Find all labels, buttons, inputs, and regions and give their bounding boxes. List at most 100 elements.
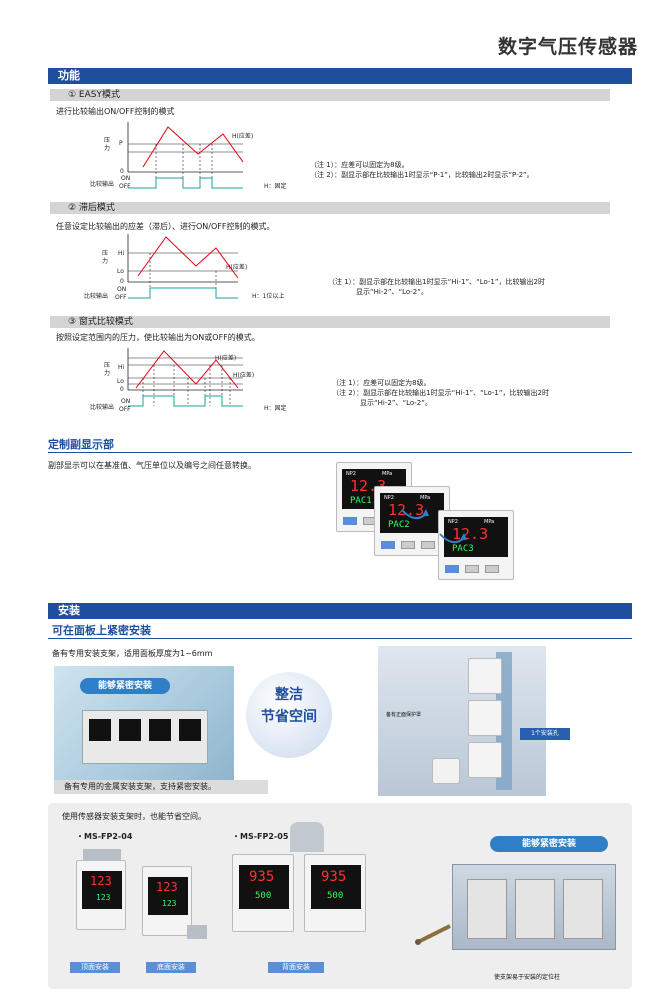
- side-sensor-1: [468, 658, 502, 694]
- mode-button-2: [381, 541, 395, 549]
- hysteresis-hyst-label: H(应差): [226, 264, 248, 271]
- badge-line-2: 节省空间: [261, 709, 317, 725]
- rotate-arrow-icon: [401, 509, 429, 520]
- bracket-desc: 使用传感器安装支架时，也能节省空间。: [62, 812, 206, 821]
- bracket-main-4: 935: [321, 869, 347, 885]
- sensor-panel-2: NP2 MPa 12.3 PAC2: [374, 486, 450, 556]
- mpa-label-3: MPa: [484, 519, 495, 525]
- space-saving-badge: 整洁 节省空间: [246, 672, 332, 758]
- hysteresis-h-min: H：1位以上: [252, 293, 285, 300]
- sub-value-2: PAC2: [388, 520, 410, 530]
- bracket-caption: 备有专用的金属安装支架，支持紧密安装。: [54, 780, 268, 794]
- install-desc: 备有专用安装支架，适用面板厚度为1~6mm: [52, 649, 213, 658]
- model-ms-fp2-05: ・MS-FP2-05: [232, 832, 289, 841]
- subheader-easy-mode: ① EASY模式: [50, 89, 610, 101]
- install-underline: [48, 638, 632, 639]
- easy-p-label: P: [119, 140, 123, 147]
- bracket-lcd-2: 123 123: [148, 877, 188, 915]
- mini-lcd-3: [149, 719, 171, 741]
- bracket-sub-4: 500: [327, 891, 344, 901]
- mpa-label-1: MPa: [382, 471, 393, 477]
- window-mode-diagram: [127, 348, 243, 407]
- mini-lcd-1: [89, 719, 111, 741]
- bracket-sensor-back-2: 935 500: [304, 854, 366, 932]
- window-note1: （注 1）：应差可以固定为8级。: [332, 379, 431, 387]
- sensor-lcd-3: NP2 MPa 12.3 PAC3: [444, 517, 508, 557]
- bracket-main-3: 935: [249, 869, 275, 885]
- screw-icon: [415, 924, 451, 945]
- bracket-assembly: [452, 864, 616, 950]
- bracket-sub-3: 500: [255, 891, 272, 901]
- main-value-2: 12.3: [388, 501, 425, 519]
- hysteresis-note1b: 显示“Hi-2”、“Lo-2”。: [356, 288, 428, 296]
- page-title: 数字气压传感器: [497, 36, 638, 58]
- down-button-3: [485, 565, 499, 573]
- window-off: OFF: [119, 406, 131, 413]
- custom-display-underline: [48, 452, 632, 453]
- custom-display-heading: 定制副显示部: [48, 438, 114, 451]
- panel-mount-photo: 能够紧密安装: [54, 666, 234, 780]
- window-hi: Hi: [118, 364, 125, 371]
- bracket-main-1: 123: [90, 874, 112, 888]
- easy-output-label: 比较输出: [90, 181, 115, 188]
- bracket-lcd-1: 123 123: [82, 871, 122, 909]
- sub-value-3: PAC3: [452, 544, 474, 554]
- np-label-2: NP2: [384, 495, 394, 501]
- protective-cover: [432, 758, 460, 784]
- subheader-hysteresis-mode: ② 滞后模式: [50, 202, 610, 214]
- np-label-3: NP2: [448, 519, 458, 525]
- sensor-row: [82, 710, 208, 764]
- bracket-lcd-3: 935 500: [239, 865, 289, 909]
- tag-back-mount: 背面安装: [268, 962, 324, 973]
- mini-lcd-4: [179, 719, 201, 741]
- window-h-fixed: H：固定: [264, 405, 287, 412]
- side-sensor-3: [468, 742, 502, 778]
- bracket-sensor-top: 123 123: [76, 849, 126, 930]
- np-label-1: NP2: [346, 471, 356, 477]
- model-ms-fp2-04: ・MS-FP2-04: [76, 832, 133, 841]
- easy-axis-label: 压力: [104, 137, 111, 152]
- install-subheading: 可在面板上紧密安装: [52, 624, 151, 637]
- badge-line-1: 整洁: [275, 687, 303, 703]
- hysteresis-axis-label: 压力: [102, 250, 109, 265]
- easy-off: OFF: [119, 183, 131, 190]
- easy-on: ON: [121, 175, 131, 182]
- window-desc: 按照设定范围内的压力，使比较输出为ON或OFF的模式。: [56, 333, 260, 342]
- window-lo: Lo: [117, 378, 124, 385]
- bottom-bracket: [187, 925, 207, 939]
- bracket-sub-2: 123: [162, 899, 177, 908]
- window-output-label: 比较输出: [90, 404, 115, 411]
- section-header-install: 安装: [48, 603, 632, 619]
- tag-bottom-mount: 底面安装: [146, 962, 196, 973]
- window-zero: 0: [120, 386, 124, 393]
- section-header-function: 功能: [48, 68, 632, 84]
- window-on: ON: [121, 398, 131, 405]
- assembly-unit-1: [467, 879, 507, 939]
- easy-note2: （注 2）：副显示部在比较输出1时显示“P-1”，比较输出2时显示“P-2”。: [310, 171, 534, 179]
- back-bracket: [290, 822, 324, 852]
- tight-mount-banner-2: 能够紧密安装: [490, 836, 608, 852]
- hysteresis-hi: Hi: [118, 250, 125, 257]
- hysteresis-desc: 任意设定比较输出的应差（滞后）、进行ON/OFF控制的模式。: [56, 222, 275, 231]
- window-note2b: 显示“Hi-2”、“Lo-2”。: [360, 399, 432, 407]
- rotate-arrow-icon-2: [439, 533, 467, 544]
- side-sensor-2: [468, 700, 502, 736]
- bracket-sub-1: 123: [96, 893, 111, 902]
- hysteresis-lo: Lo: [117, 268, 124, 275]
- subheader-window-mode: ③ 窗式比较模式: [50, 316, 610, 328]
- up-button-2: [401, 541, 415, 549]
- custom-display-desc: 副部显示可以在基准值、气压单位以及编号之间任意转换。: [48, 461, 256, 470]
- easy-mode-diagram: [127, 122, 244, 189]
- mini-lcd-2: [119, 719, 141, 741]
- tag-top-mount: 顶面安装: [70, 962, 120, 973]
- sensor-panel-3: NP2 MPa 12.3 PAC3: [438, 510, 514, 580]
- easy-desc: 进行比较输出ON/OFF控制的模式: [56, 107, 175, 116]
- assembly-unit-2: [515, 879, 555, 939]
- hysteresis-on: ON: [117, 286, 127, 293]
- bracket-sensor-back-1: 935 500: [232, 854, 294, 932]
- down-button-2: [421, 541, 435, 549]
- hysteresis-off: OFF: [115, 294, 127, 301]
- up-button-3: [465, 565, 479, 573]
- sub-value-1: PAC1: [350, 496, 372, 506]
- window-hyst-label-top: H(应差): [215, 355, 237, 362]
